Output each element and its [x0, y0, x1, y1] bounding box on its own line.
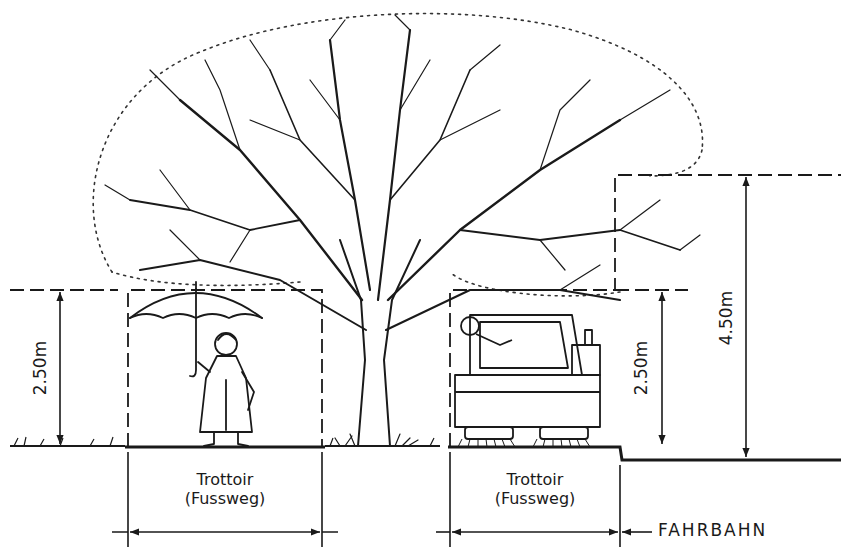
tree [105, 15, 700, 290]
tree [105, 15, 700, 446]
street-sweeper [461, 317, 479, 335]
tree [330, 40, 370, 290]
dimension-line [452, 531, 618, 533]
pedestrian [198, 362, 210, 372]
dimension-line [59, 292, 61, 444]
sidewalk-label: Trottoir (Fussweg) [176, 470, 274, 508]
tree [386, 290, 620, 330]
clearance-profile [450, 175, 841, 447]
dimension-label: 4.50m [716, 291, 736, 345]
clearance-profile [128, 290, 322, 447]
dimension-line [130, 531, 320, 533]
pedestrian [130, 282, 262, 446]
ground-line [10, 437, 841, 460]
street-sweeper [480, 322, 568, 368]
dimension-line [661, 292, 663, 444]
crown-outline [93, 14, 702, 272]
street-sweeper [458, 439, 590, 447]
sidewalk-label: Trottoir (Fussweg) [486, 470, 584, 508]
pedestrian [215, 333, 237, 355]
ground-line [14, 437, 434, 446]
tree [384, 240, 420, 446]
street-sweeper [465, 427, 513, 439]
tree [388, 120, 620, 300]
ground-line [10, 445, 125, 447]
street-sweeper [540, 427, 588, 439]
street-sweeper [455, 315, 600, 447]
clearance-profile [10, 289, 118, 291]
ground-line [448, 447, 841, 460]
tree [130, 200, 300, 230]
ground-line [125, 446, 325, 449]
street-sweeper [455, 391, 600, 393]
crown-outline [650, 150, 702, 176]
roadway-label: FAHRBAHN [658, 520, 767, 540]
dimension-line [112, 531, 338, 533]
ground-line [325, 445, 440, 447]
dimension-line [60, 177, 760, 547]
crown-outline [450, 272, 620, 296]
clearance-profile [10, 175, 841, 447]
tree [335, 434, 418, 446]
street-sweeper [470, 315, 582, 375]
pedestrian [195, 282, 197, 289]
tree [270, 70, 355, 200]
street-sweeper [585, 330, 592, 345]
pedestrian [200, 356, 252, 432]
street-sweeper [476, 334, 512, 345]
pedestrian [225, 380, 227, 430]
dimension-line [745, 177, 747, 457]
pedestrian [218, 334, 236, 340]
clearance-profile [615, 289, 688, 291]
dimension-label: 2.50m [631, 341, 651, 395]
tree [390, 70, 470, 200]
crown-outline [93, 14, 702, 296]
dimension-line [688, 459, 760, 461]
tree [340, 240, 365, 446]
tree [378, 30, 410, 300]
tree [460, 230, 680, 250]
pedestrian [204, 432, 248, 446]
street-sweeper [455, 375, 600, 427]
dimension-line [622, 531, 652, 533]
dimension-line [436, 531, 450, 533]
tree [180, 100, 362, 300]
dimension-label: 2.50m [30, 341, 50, 395]
dimension-line [128, 452, 620, 547]
pedestrian [242, 372, 254, 410]
pedestrian [190, 289, 196, 376]
street-sweeper [572, 345, 600, 375]
